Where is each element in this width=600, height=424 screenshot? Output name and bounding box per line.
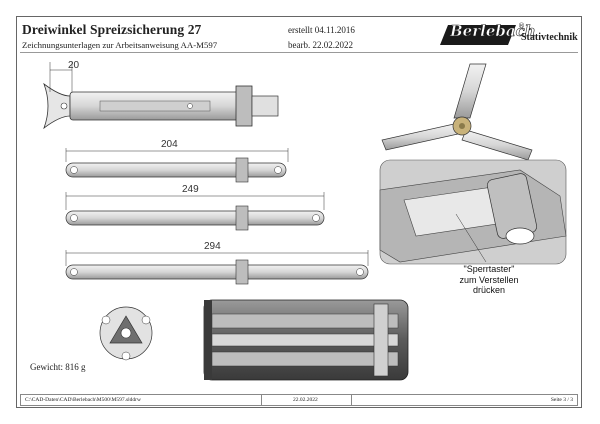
logo-suffix: Stativtechnik xyxy=(521,32,578,43)
page-number: Seite 3 / 3 xyxy=(550,397,573,403)
sperrtaster-callout: "Sperrtaster" zum Verstellen drücken xyxy=(453,264,525,296)
dimension-249: 249 xyxy=(182,184,199,195)
isometric-assembly xyxy=(381,63,533,161)
drawing-sheet xyxy=(16,16,582,408)
footer-divider xyxy=(261,395,262,405)
part-view-249 xyxy=(65,205,325,231)
callout-line-2: zum Verstellen xyxy=(459,274,519,285)
part-view-204 xyxy=(65,157,287,183)
footer-divider xyxy=(351,395,352,405)
dimension-294: 294 xyxy=(204,241,221,252)
registered-mark: ® xyxy=(518,22,525,30)
created-date: erstellt 04.11.2016 xyxy=(288,25,355,35)
callout-line-1: "Sperrtaster" xyxy=(463,264,515,274)
dimension-line-294 xyxy=(65,250,369,266)
drawing-subtitle: Zeichnungsunterlagen zur Arbeitsanweisun… xyxy=(22,40,218,50)
top-view-assembly xyxy=(99,306,153,361)
drawing-title: Dreiwinkel Spreizsicherung 27 xyxy=(22,22,202,37)
dimension-20: 20 xyxy=(68,60,80,71)
title-block-footer: C:\CAD-Daten\CAD\Berlebach\M500\M597.sld… xyxy=(20,394,578,406)
folded-assembly xyxy=(203,299,409,381)
part-view-top xyxy=(43,62,279,130)
edited-date: bearb. 22.02.2022 xyxy=(288,40,353,50)
footer-date: 22.02.2022 xyxy=(293,397,318,403)
part-view-294 xyxy=(65,259,369,285)
weight-label: Gewicht: 816 g xyxy=(30,362,86,372)
logo-wordmark: Berlebach xyxy=(450,22,536,41)
logo-badge xyxy=(440,25,516,45)
dimension-204: 204 xyxy=(161,139,178,150)
dimension-line-249 xyxy=(65,192,325,210)
callout-line-3: drücken xyxy=(472,285,506,295)
detail-view xyxy=(379,159,567,265)
dimension-line-204 xyxy=(65,148,289,162)
header-rule xyxy=(20,52,578,53)
file-path: C:\CAD-Daten\CAD\Berlebach\M500\M597.sld… xyxy=(25,397,141,403)
